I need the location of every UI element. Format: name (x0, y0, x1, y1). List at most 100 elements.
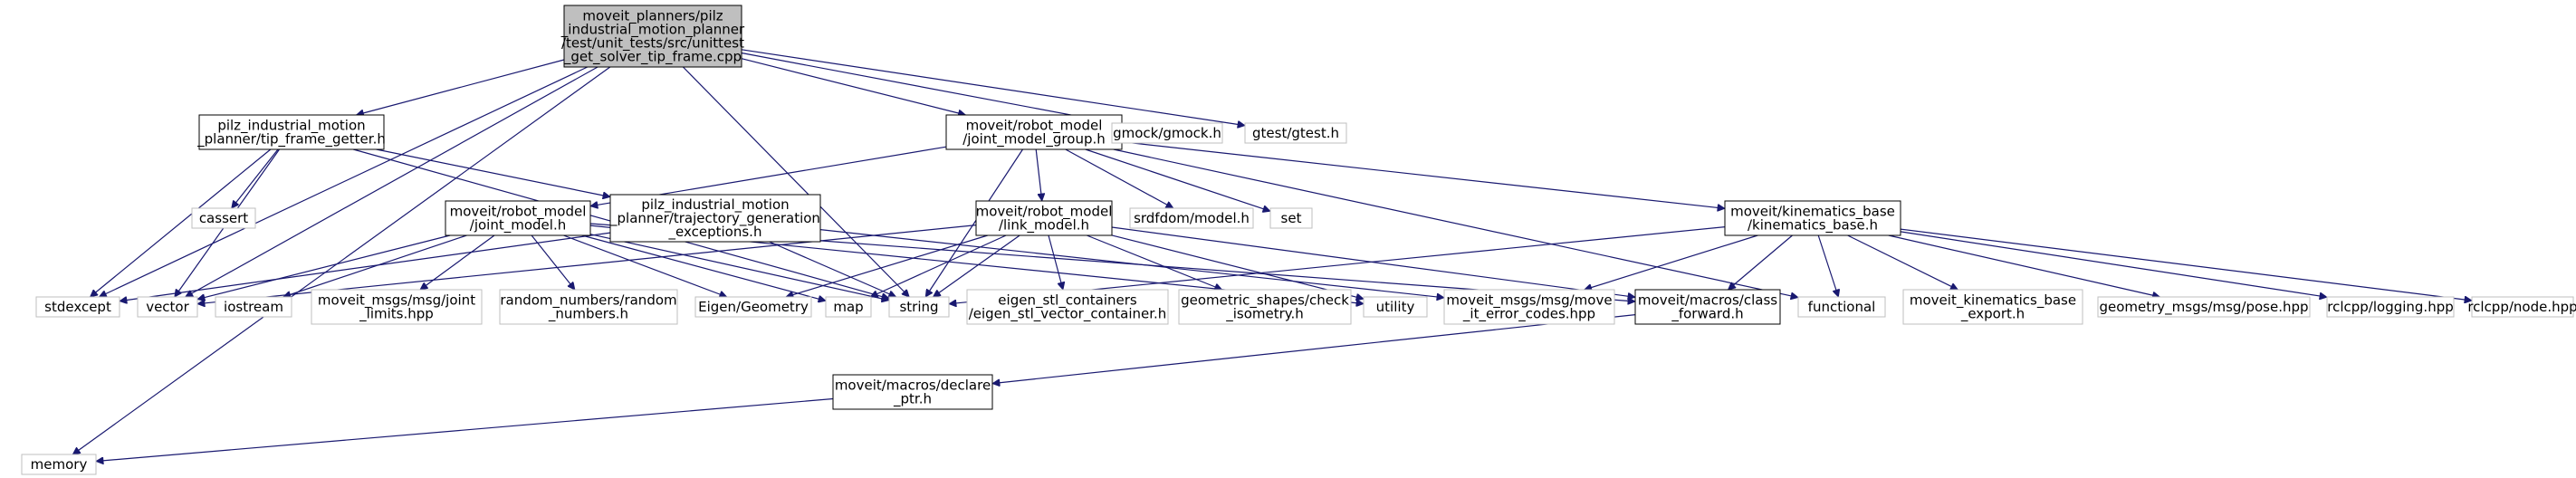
node-label: _limits.hpp (359, 306, 434, 323)
node-box (191, 207, 256, 229)
node-label: geometric_shapes/check (1181, 292, 1349, 310)
edge-joint_model-to-map (581, 234, 826, 301)
node-box (1797, 296, 1886, 318)
edge-class_forward-to-declare_ptr (992, 314, 1636, 384)
edge-kinematics_base-to-class_forward (1729, 234, 1793, 290)
node-label: moveit/macros/class (1638, 292, 1777, 309)
node-label: memory (31, 456, 88, 473)
edge-kinematics_base-to-rclcpp_node (1900, 228, 2472, 301)
node-box (2097, 296, 2311, 318)
node-cassert: cassert (191, 207, 256, 229)
node-label: rclcpp/node.hpp (2467, 299, 2576, 315)
node-memory: memory (21, 454, 97, 475)
node-label: moveit_kinematics_base (1910, 292, 2076, 310)
node-box (1443, 289, 1615, 325)
node-set: set (1269, 207, 1313, 229)
node-box (1178, 289, 1352, 325)
node-label: map (833, 299, 863, 315)
node-root[interactable]: moveit_planners/pilz_industrial_motion_p… (560, 5, 745, 68)
node-traj_exceptions[interactable]: pilz_industrial_motion_planner/trajector… (609, 194, 821, 243)
node-label: _forward.h (1671, 306, 1743, 323)
node-label: utility (1376, 299, 1415, 315)
node-joint_model[interactable]: moveit/robot_model/joint_model.h (445, 200, 591, 236)
node-label: rclcpp/logging.hpp (2327, 299, 2454, 315)
node-label: moveit/kinematics_base (1730, 204, 1895, 221)
node-label: _get_solver_tip_frame.cpp (563, 49, 742, 66)
edge-joint_model_group-to-kinematics_base (1121, 141, 1725, 209)
node-link_model[interactable]: moveit/robot_model/link_model.h (975, 200, 1113, 236)
node-box (1111, 122, 1223, 144)
edge-kinematics_base-to-kinematics_base_export (1847, 234, 1958, 291)
node-string: string (888, 296, 950, 318)
edge-joint_model-to-eigen_geometry (563, 234, 726, 297)
edge-tip_frame_getter-to-traj_exceptions (376, 148, 610, 197)
edge-joint_model_group-to-functional (1113, 148, 1798, 298)
node-label: random_numbers/random (500, 292, 676, 310)
node-box (1244, 122, 1347, 144)
edge-kinematics_base-to-pose (1888, 234, 2160, 297)
node-label: /test/unit_tests/src/unittest (561, 35, 744, 53)
edge-traj_exceptions-to-move_it_error_codes (819, 229, 1444, 298)
node-box (21, 454, 97, 475)
node-kinematics_base[interactable]: moveit/kinematics_base/kinematics_base.h (1724, 200, 1901, 236)
node-label: moveit/macros/declare (835, 378, 991, 394)
node-label: _export.h (1960, 306, 2025, 323)
node-box (1724, 200, 1901, 236)
node-box (1129, 207, 1254, 229)
node-label: functional (1808, 299, 1876, 315)
edge-link_model-to-eigen_stl (1048, 234, 1063, 290)
node-iostream: iostream (215, 296, 292, 318)
node-label: _ptr.h (893, 391, 932, 408)
node-label: /kinematics_base.h (1748, 217, 1878, 234)
node-geometric_shapes: geometric_shapes/check_isometry.h (1178, 289, 1352, 325)
node-box (35, 296, 120, 318)
node-box (311, 289, 483, 325)
node-label: _planner/trajectory_generation (609, 210, 820, 227)
node-label: /joint_model.h (470, 217, 566, 234)
node-rclcpp_logging: rclcpp/logging.hpp (2326, 296, 2455, 318)
node-gtest: gtest/gtest.h (1244, 122, 1347, 144)
nodes-layer: moveit_planners/pilz_industrial_motion_p… (21, 5, 2576, 475)
node-joint_model_group[interactable]: moveit/robot_model/joint_model_group.h (945, 114, 1123, 150)
node-class_forward[interactable]: moveit/macros/class_forward.h (1634, 289, 1781, 325)
node-label: _numbers.h (548, 306, 628, 323)
edge-root-to-vector (186, 66, 599, 298)
node-map: map (825, 296, 872, 318)
node-tip_frame_getter[interactable]: pilz_industrial_motion_planner/tip_frame… (196, 114, 386, 150)
edge-link_model-to-utility (1111, 234, 1364, 299)
node-label: _industrial_motion_planner (560, 22, 745, 39)
node-box (825, 296, 872, 318)
node-vector: vector (137, 296, 198, 318)
edge-tip_frame_getter-to-stdexcept (91, 148, 272, 297)
node-label: eigen_stl_containers (998, 292, 1137, 310)
node-box (975, 200, 1113, 236)
node-box (966, 289, 1169, 325)
edge-root-to-memory (72, 66, 611, 454)
node-box (137, 296, 198, 318)
edge-root-to-stdexcept (99, 66, 589, 297)
edge-kinematics_base-to-functional (1817, 234, 1838, 297)
node-box (563, 5, 742, 68)
node-label: _planner/tip_frame_getter.h (196, 131, 386, 148)
edge-link_model-to-string (934, 234, 1020, 297)
node-rclcpp_node: rclcpp/node.hpp (2467, 296, 2576, 318)
edge-declare_ptr-to-memory (96, 397, 834, 462)
node-random_numbers: random_numbers/random_numbers.h (499, 289, 678, 325)
edge-traj_exceptions-to-stdexcept (120, 232, 611, 301)
node-utility: utility (1363, 296, 1428, 318)
node-declare_ptr[interactable]: moveit/macros/declare_ptr.h (832, 374, 993, 410)
node-label: set (1281, 210, 1302, 226)
node-label: _isometry.h (1225, 306, 1304, 323)
node-label: /joint_model_group.h (962, 131, 1106, 148)
edge-root-to-tip_frame_getter (357, 59, 565, 115)
node-box (215, 296, 292, 318)
node-box (1634, 289, 1781, 325)
node-stdexcept: stdexcept (35, 296, 120, 318)
node-label: moveit_msgs/msg/joint (318, 292, 475, 310)
node-label: /link_model.h (999, 217, 1089, 234)
node-box (1363, 296, 1428, 318)
node-label: pilz_industrial_motion (641, 196, 789, 214)
node-gmock: gmock/gmock.h (1111, 122, 1223, 144)
node-box (1902, 289, 2083, 325)
node-box (832, 374, 993, 410)
